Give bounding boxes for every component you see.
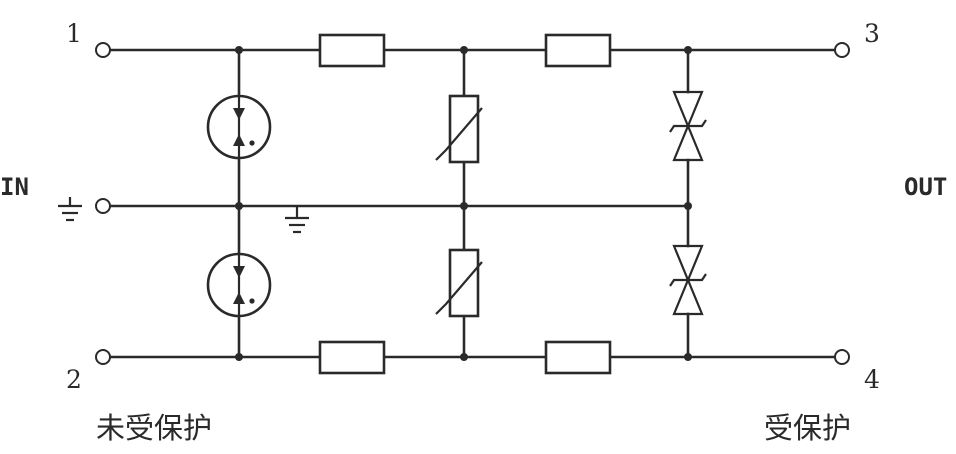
terminal-2 — [95, 349, 111, 365]
terminal-3 — [834, 42, 850, 58]
varistor-top — [435, 94, 483, 164]
terminal-1-label: 1 — [66, 19, 82, 48]
resistor-top-right — [544, 33, 612, 68]
terminal-4-label: 4 — [864, 365, 880, 394]
terminal-1 — [95, 42, 111, 58]
unprotected-side-label: 未受保护 — [96, 411, 212, 445]
resistor-bottom-right — [544, 340, 612, 375]
terminals — [95, 42, 850, 365]
output-label: OUT — [904, 173, 947, 201]
terminal-2-label: 2 — [66, 365, 82, 394]
resistor-top-left — [318, 33, 386, 68]
gas-discharge-tube-bottom — [206, 252, 272, 318]
terminal-3-label: 3 — [864, 19, 880, 48]
input-label: IN — [0, 173, 29, 201]
junctions — [235, 46, 692, 361]
gas-discharge-tube-top — [206, 94, 272, 160]
ground-icon-internal — [285, 206, 309, 234]
protected-side-label: 受保护 — [764, 411, 851, 445]
tvs-diode-top — [669, 90, 707, 162]
resistors — [318, 33, 612, 375]
tvs-diode-bottom — [669, 244, 707, 316]
ground-icon-input — [58, 197, 82, 222]
terminal-ground — [95, 198, 111, 214]
terminal-4 — [834, 349, 850, 365]
varistor-bottom — [435, 248, 483, 318]
resistor-bottom-left — [318, 340, 386, 375]
